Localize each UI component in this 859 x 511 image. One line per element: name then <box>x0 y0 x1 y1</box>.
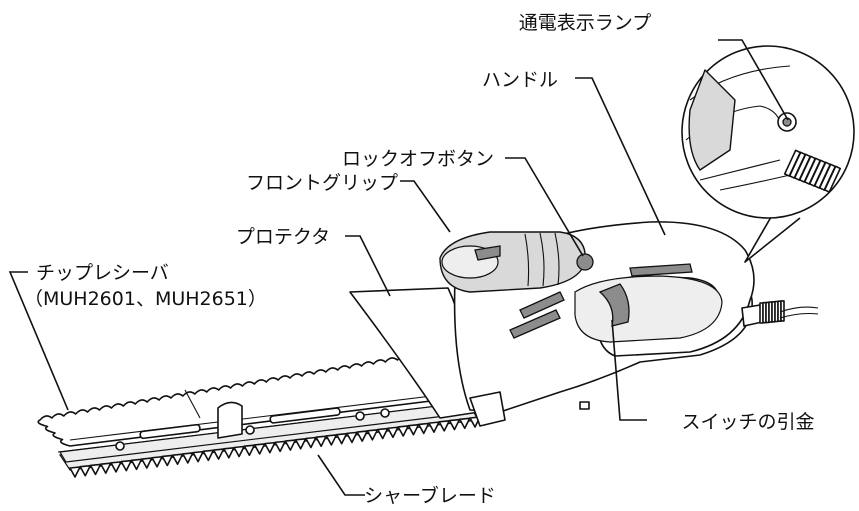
blade-tooth <box>253 443 266 455</box>
blade-tooth <box>264 441 276 454</box>
blade-tooth <box>192 450 204 463</box>
blade-tooth <box>243 444 256 457</box>
blade-tooth <box>356 430 368 442</box>
blade-tooth <box>89 463 102 476</box>
blade-tooth <box>305 436 317 449</box>
blade-tooth <box>99 462 112 474</box>
blade-tooth <box>171 453 184 465</box>
blade-tooth <box>233 445 245 458</box>
blade-tooth <box>366 429 379 441</box>
zoom-cord <box>783 149 842 193</box>
label-front-grip: フロントグリップ <box>246 172 398 194</box>
blade-tooth <box>407 423 420 436</box>
blade-tooth <box>202 449 215 462</box>
blade-tooth <box>69 466 81 478</box>
blade-tooth <box>428 421 440 433</box>
blade-tooth <box>335 432 348 445</box>
lamp-detail-callout <box>681 45 855 263</box>
blade-tooth <box>120 459 133 472</box>
blade-tooth <box>346 431 358 444</box>
blade-tooth <box>284 439 297 451</box>
label-chip-receiver-models: （MUH2601、MUH2651） <box>24 288 267 310</box>
blade-tooth <box>140 457 153 469</box>
trimmer-body <box>439 221 819 427</box>
label-shear-blade: シャーブレード <box>364 484 496 507</box>
leader-shear-blade <box>317 454 365 496</box>
blade-tooth <box>438 420 451 432</box>
leader-lock-off <box>505 157 584 257</box>
label-handle: ハンドル <box>482 69 558 91</box>
leader-front-grip <box>400 180 451 233</box>
blade-tooth <box>417 422 430 435</box>
leader-handle <box>575 77 666 236</box>
leader-power-lamp <box>718 39 789 121</box>
label-power-lamp: 通電表示ランプ <box>519 12 651 34</box>
blade-tooth <box>212 448 225 460</box>
labels: 通電表示ランプ ハンドル ロックオフボタン フロントグリップ プロテクタ チップ… <box>24 12 815 507</box>
shear-blade-teeth <box>69 416 481 478</box>
blade-tooth <box>458 417 471 430</box>
blade-tooth <box>387 426 399 439</box>
blade-tooth <box>325 434 338 446</box>
leader-chip-receiver <box>8 271 69 411</box>
label-protector: プロテクタ <box>236 226 330 248</box>
blade-tooth <box>161 454 174 467</box>
blade-tooth <box>315 435 327 448</box>
blade-tooth <box>182 452 194 464</box>
blade-tooth <box>376 427 389 440</box>
zoom-cord-ring <box>823 165 842 193</box>
blade-tooth <box>151 455 163 468</box>
blade-tooth <box>79 464 92 477</box>
blade-tooth <box>397 425 410 437</box>
blade-tooth <box>110 461 122 473</box>
leader-lines <box>8 39 789 496</box>
leader-switch-trigger <box>611 319 647 421</box>
label-chip-receiver: チップレシーバ <box>36 262 169 284</box>
blade-tooth <box>274 440 286 453</box>
blade-tooth <box>448 418 461 431</box>
blade-tooth <box>223 446 235 459</box>
blade-tooth <box>294 437 307 450</box>
blade-tooth <box>130 458 143 471</box>
label-lock-off-button: ロックオフボタン <box>342 148 494 170</box>
label-switch-trigger: スイッチの引金 <box>681 411 814 433</box>
leader-protector <box>345 235 391 297</box>
